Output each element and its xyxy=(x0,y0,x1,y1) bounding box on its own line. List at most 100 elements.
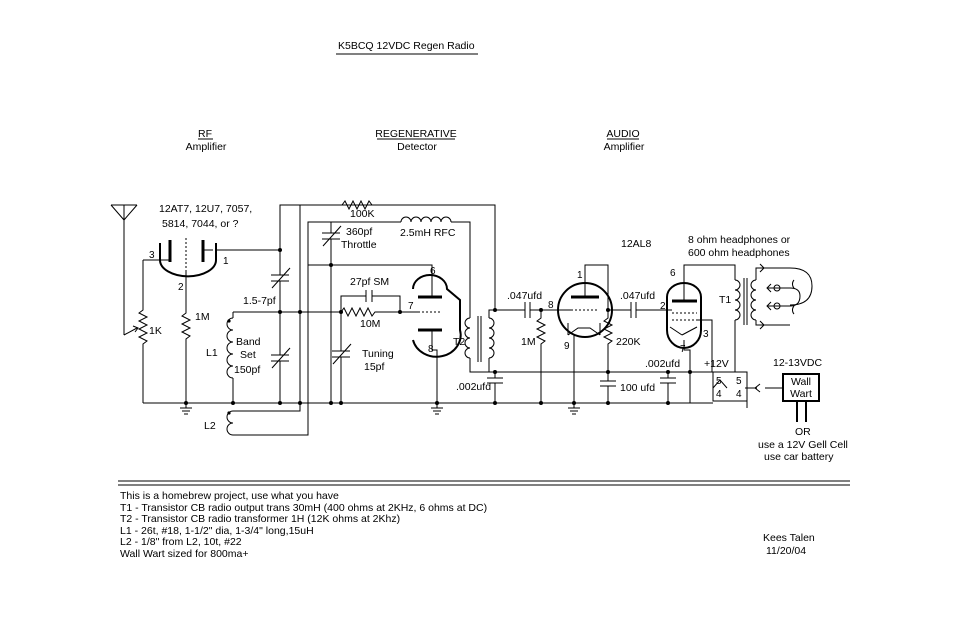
capacitor-360pf-label: 360pf xyxy=(346,226,372,238)
coil-l2-label: L2 xyxy=(204,420,216,432)
tuning-label: Tuning xyxy=(362,348,394,360)
rf-section-title: RF xyxy=(198,128,212,140)
capacitor-002-a-label: .002ufd xyxy=(456,381,491,393)
note-line: L1 - 26t, #18, 1-1/2" dia, 1-3/4" long,1… xyxy=(120,524,314,537)
transformer-t1-label: T1 xyxy=(719,294,731,306)
dc-power-jack xyxy=(690,371,761,408)
rf-tube-pin2: 2 xyxy=(178,282,184,293)
bandset-label-1: Band xyxy=(236,336,261,348)
audio-tube-pin6: 6 xyxy=(670,268,676,279)
jack-pin5-right: 5 xyxy=(736,376,742,387)
resistor-100k-label: 100K xyxy=(350,208,375,220)
audio-tube-pin2: 2 xyxy=(660,301,666,312)
bandset-label-2: Set xyxy=(240,349,256,361)
wall-wart-label-2: Wart xyxy=(790,388,812,400)
audio-section-title: AUDIO xyxy=(606,128,639,140)
car-battery-label: use car battery xyxy=(764,451,834,463)
detector-pin8: 8 xyxy=(428,344,434,355)
audio-section-subtitle: Amplifier xyxy=(604,141,645,153)
capacitor-100ufd-label: 100 ufd xyxy=(620,382,655,394)
note-line: T1 - Transistor CB radio output trans 30… xyxy=(120,501,488,514)
plate-resistor-220k xyxy=(602,310,614,372)
tuning-capacitor-15pf xyxy=(332,312,352,403)
rf-choke-2-5mh xyxy=(400,216,452,223)
supply-plus-12v-label: +12V xyxy=(704,358,729,370)
audio-tube-pin3: 3 xyxy=(703,329,709,340)
rf-amplifier-tube xyxy=(159,238,217,278)
capacitor-27pf-label: 27pf SM xyxy=(350,276,389,288)
jack-pin4-left: 4 xyxy=(716,389,722,400)
rf-grid-resistor-1m xyxy=(180,310,192,403)
regen-section-subtitle: Detector xyxy=(397,141,437,153)
output-transformer-t1 xyxy=(734,278,757,372)
grid-capacitor-27pf xyxy=(340,290,401,312)
ground-symbol-rf xyxy=(180,403,192,415)
note-line: Wall Wart sized for 800ma+ xyxy=(120,547,249,560)
tank-coil-l1 xyxy=(226,312,234,403)
transformer-t2-label: T2 xyxy=(453,336,465,348)
bandset-capacitor-150pf xyxy=(271,312,291,403)
regen-section-title: REGENERATIVE xyxy=(375,128,457,140)
rf-tube-pin1: 1 xyxy=(223,256,229,267)
capacitor-047-b-label: .047ufd xyxy=(620,290,655,302)
coil-l1-label: L1 xyxy=(206,347,218,359)
diagram-title: K5BCQ 12VDC Regen Radio xyxy=(338,40,475,52)
detector-pin7: 7 xyxy=(408,301,414,312)
alternative-or-label: OR xyxy=(795,426,811,438)
tube-options-line1: 12AT7, 12U7, 7057, xyxy=(159,203,252,215)
audio-tube-pin1: 1 xyxy=(577,270,583,281)
audio-tube-pin7: 7 xyxy=(680,344,686,355)
headphones-label-2: 600 ohm headphones xyxy=(688,247,790,259)
audio-tube-pin9: 9 xyxy=(564,341,570,352)
jack-pin4-right: 4 xyxy=(736,389,742,400)
audio-tube-type: 12AL8 xyxy=(621,238,652,250)
ground-symbol-audio xyxy=(568,403,580,415)
bypass-capacitor-002-b xyxy=(660,372,676,403)
headphones-symbol xyxy=(789,267,813,315)
gell-cell-label: use a 12V Gell Cell xyxy=(758,439,848,451)
headphone-jack xyxy=(755,263,790,330)
gain-potentiometer-1k xyxy=(123,260,149,403)
note-line: This is a homebrew project, use what you… xyxy=(120,490,339,502)
capacitor-047-a-label: .047ufd xyxy=(507,290,542,302)
note-line: L2 - 1/8" from L2, 10t, #22 xyxy=(120,536,242,549)
coupling-capacitor-047-b xyxy=(608,302,668,318)
ground-symbol-detector xyxy=(431,403,443,415)
resistor-10m-label: 10M xyxy=(360,318,380,330)
bandset-label-3: 150pf xyxy=(234,364,260,376)
grid-resistor-1m-audio xyxy=(535,310,547,403)
capacitor-002-b-label: .002ufd xyxy=(645,358,680,370)
headphones-label-1: 8 ohm headphones or xyxy=(688,234,791,246)
note-line: T2 - Transistor CB radio transformer 1H … xyxy=(120,513,401,526)
build-notes: This is a homebrew project, use what you… xyxy=(120,490,488,561)
resistor-1m-audio-label: 1M xyxy=(521,336,536,348)
antenna-symbol xyxy=(110,204,138,335)
tube-options-line2: 5814, 7044, or ? xyxy=(162,218,239,230)
interstage-transformer-t2 xyxy=(464,309,495,373)
wall-wart-label-1: Wall xyxy=(791,376,811,388)
detector-tube xyxy=(412,274,462,358)
jack-pin5-left: 5 xyxy=(716,376,722,387)
rfc-label: 2.5mH RFC xyxy=(400,227,456,239)
coupling-trimmer-1-5-7pf xyxy=(271,250,291,312)
author-date: 11/20/04 xyxy=(766,545,806,557)
filter-capacitor-100ufd xyxy=(600,372,616,403)
feedback-resistor-100k xyxy=(320,199,373,211)
rf-tube-pin3: 3 xyxy=(149,250,155,261)
audio-tube-pin8: 8 xyxy=(548,300,554,311)
grid-leak-resistor-10m xyxy=(340,306,400,318)
trimmer-1-5-7pf-label: 1.5-7pf xyxy=(243,295,276,307)
wall-wart-box xyxy=(782,373,820,402)
rf-section-subtitle: Amplifier xyxy=(186,141,227,153)
resistor-220k-label: 220K xyxy=(616,336,641,348)
supply-voltage-label: 12-13VDC xyxy=(773,357,822,369)
capacitor-15pf-label: 15pf xyxy=(364,361,385,373)
throttle-label: Throttle xyxy=(341,239,377,251)
pot-1k-label: 1K xyxy=(149,325,162,337)
rf-resistor-1m-label: 1M xyxy=(195,311,210,323)
detector-pin6: 6 xyxy=(430,266,436,277)
antenna-coil-l2 xyxy=(226,205,309,436)
author-name: Kees Talen xyxy=(763,532,815,544)
